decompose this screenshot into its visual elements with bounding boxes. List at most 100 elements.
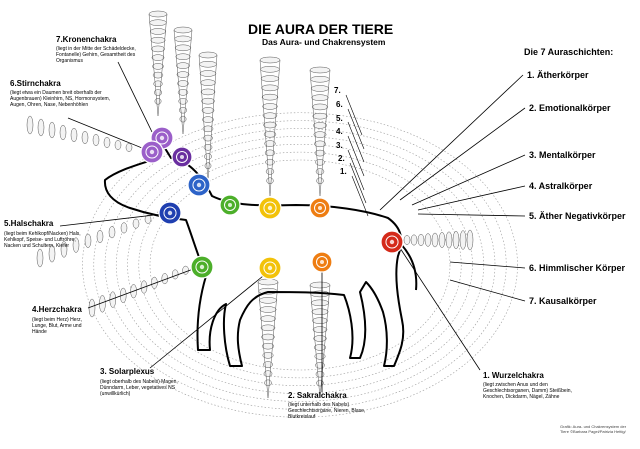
cone-ring bbox=[459, 230, 467, 250]
cone-ring bbox=[263, 361, 273, 368]
aura-ring bbox=[104, 128, 496, 402]
cone-ring bbox=[174, 44, 192, 52]
chakra-inner-ring bbox=[176, 151, 188, 163]
cone-ring bbox=[424, 233, 432, 247]
cone-ring bbox=[260, 75, 280, 82]
cone-ring bbox=[312, 112, 328, 120]
number-5: 5. bbox=[336, 114, 343, 123]
cone-ring bbox=[177, 80, 189, 87]
chakra-hals bbox=[158, 201, 182, 225]
chakra-sakral bbox=[309, 197, 331, 219]
cone-ring bbox=[204, 162, 212, 170]
cone-ring bbox=[417, 233, 425, 247]
cone-ring bbox=[176, 62, 190, 69]
aura-ring bbox=[93, 120, 507, 410]
cone-ring bbox=[198, 51, 218, 59]
stirnchakra-desc: (liegt etwa ein Daumen breit oberhalb de… bbox=[10, 90, 111, 108]
cone-ring bbox=[258, 297, 278, 304]
cone-ring bbox=[176, 71, 190, 78]
aura-ring bbox=[149, 159, 451, 371]
cone-ring bbox=[262, 103, 278, 110]
layer-6: 6. Himmlischer Körper bbox=[529, 263, 626, 273]
cone-ring bbox=[26, 115, 34, 135]
leader-line bbox=[449, 261, 526, 269]
cone-ring bbox=[120, 222, 128, 234]
chakra-center bbox=[389, 239, 395, 245]
cone-ring bbox=[178, 98, 188, 105]
leader-line bbox=[67, 117, 153, 153]
chakra-herz bbox=[219, 194, 241, 216]
cone-row bbox=[403, 229, 474, 251]
chakra-inner-ring bbox=[316, 256, 328, 268]
cone-ring bbox=[264, 149, 276, 157]
cone-ring bbox=[103, 137, 111, 148]
cone-ring bbox=[313, 344, 327, 351]
cone-side bbox=[148, 13, 168, 117]
sakralchakra-title: 2. Sakralchakra bbox=[288, 391, 347, 400]
chakra-center bbox=[267, 205, 273, 211]
aura-ring bbox=[127, 143, 473, 387]
cone-ring bbox=[313, 335, 327, 342]
cone-side bbox=[259, 59, 281, 197]
cone-ring bbox=[431, 232, 439, 248]
cone-ring bbox=[264, 140, 276, 147]
cone-stack bbox=[259, 56, 281, 197]
cone-ring bbox=[310, 299, 330, 307]
cone-side bbox=[173, 29, 193, 135]
chakra-wurzel bbox=[380, 230, 404, 254]
cone-ring bbox=[150, 36, 166, 44]
wurzelchakra-desc: (liegt zwischen Anus und den Geschlechts… bbox=[483, 382, 572, 400]
number-7: 7. bbox=[334, 86, 341, 95]
cone-ring bbox=[203, 134, 213, 142]
chakra-center bbox=[149, 149, 155, 155]
cone-ring bbox=[310, 85, 330, 92]
cone-side bbox=[309, 284, 331, 399]
number-arrow bbox=[351, 175, 369, 217]
chakra-center bbox=[228, 203, 232, 207]
layers-heading: Die 7 Auraschichten: bbox=[524, 47, 614, 57]
cone-ring bbox=[148, 10, 168, 18]
chakra-herz bbox=[190, 255, 214, 279]
cone-ring bbox=[314, 353, 326, 360]
chakra-center bbox=[159, 135, 165, 141]
cone-ring bbox=[403, 235, 411, 245]
cone-side bbox=[309, 69, 331, 197]
number-arrow bbox=[347, 108, 365, 150]
cone-ring bbox=[173, 26, 193, 34]
chakra-inner-ring bbox=[385, 235, 399, 249]
chakra-inner-ring bbox=[155, 131, 169, 145]
number-6: 6. bbox=[336, 100, 343, 109]
cone-ring bbox=[202, 125, 214, 133]
chakra-inner-ring bbox=[224, 199, 236, 211]
chakra-points bbox=[140, 126, 404, 280]
cone-ring bbox=[48, 121, 56, 139]
chakra-inner-ring bbox=[195, 260, 209, 274]
wurzelchakra-title: 1. Wurzelchakra bbox=[483, 371, 544, 380]
cone-ring bbox=[81, 130, 89, 145]
cone-ring bbox=[314, 149, 326, 157]
cone-ring bbox=[175, 53, 191, 60]
cone-ring bbox=[204, 153, 212, 160]
sakralchakra-desc: (liegt unterhalb des Nabels) Geschlechts… bbox=[288, 402, 366, 420]
chakra-krone bbox=[140, 140, 164, 164]
leader-lines bbox=[59, 61, 526, 392]
leader-line bbox=[149, 271, 269, 369]
halschakra-desc: (liegt beim Kehlkopf/Nacken) Hals, Kehlk… bbox=[4, 231, 81, 249]
chakra-inner-ring bbox=[163, 206, 177, 220]
cone-ring bbox=[114, 140, 122, 150]
cone-ring bbox=[171, 269, 179, 280]
cone-ring bbox=[199, 70, 217, 77]
chakra-inner-ring bbox=[145, 145, 159, 159]
cone-stack bbox=[309, 281, 331, 399]
cone-ring bbox=[261, 333, 275, 341]
cone-ring bbox=[309, 281, 331, 289]
leader-line bbox=[59, 213, 164, 227]
cone-ring bbox=[311, 308, 329, 315]
cone-ring bbox=[315, 159, 325, 166]
cone-ring bbox=[151, 276, 158, 289]
cone-ring bbox=[152, 71, 164, 79]
cone-ring bbox=[202, 116, 214, 123]
cone-ring bbox=[314, 140, 326, 148]
number-4: 4. bbox=[336, 127, 343, 136]
layer-7: 7. Kausalkörper bbox=[529, 296, 597, 306]
